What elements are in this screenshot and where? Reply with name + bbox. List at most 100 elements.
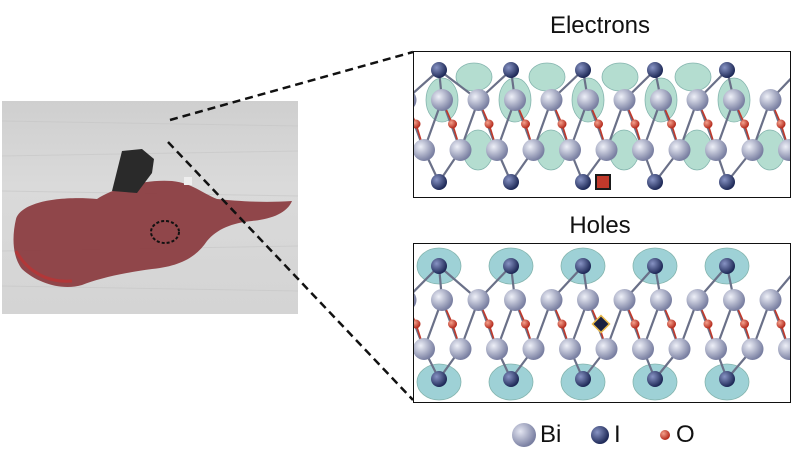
bi-atom [414,293,417,307]
o-atom [414,319,421,329]
o-atom [557,319,567,329]
i-atom [575,258,591,274]
square-defect-icon [595,174,611,190]
o-atom [630,319,640,329]
bi-atom [668,139,691,161]
i-atom [575,371,591,387]
bi-atom [559,139,581,161]
i-atom [647,371,663,387]
o-atom [703,119,713,129]
i-atom [647,174,663,190]
holes-lattice-panel [413,243,791,403]
o-atom [414,119,421,129]
bi-atom [705,338,727,360]
legend-label-i: I [614,421,621,448]
i-atom [431,174,447,190]
tweezer-shape [112,149,154,193]
i-atom [647,62,663,78]
o-atom [521,119,530,129]
bi-atom [414,338,435,360]
density-lobe [674,62,712,92]
i-atom [431,62,447,78]
i-atom [575,62,591,78]
bi-atom [595,139,618,161]
o-atom [667,119,676,129]
i-atom [647,258,663,274]
bi-atom [650,89,672,111]
o-atom [740,319,749,329]
i-atom [431,258,447,274]
o-atom [448,319,457,329]
bi-atom [705,139,727,161]
legend-label-o: O [676,421,695,448]
bi-atom [686,89,709,111]
o-atom [521,319,530,329]
o-atom [484,119,494,129]
i-atom [503,62,519,78]
o-atom [703,319,713,329]
electrons-lattice-panel [413,51,791,198]
bi-atom [632,338,654,360]
density-lobe [601,62,639,92]
o-atom [776,319,786,329]
bi-atom [486,338,508,360]
i-atom [719,371,735,387]
holes-title: Holes [569,212,631,239]
i-atom [503,371,519,387]
i-atom [719,62,735,78]
flake-shape [13,180,293,288]
i-atom [503,174,519,190]
bi-atom [778,139,790,161]
o-atom [448,119,457,129]
bi-atom [686,289,709,311]
bi-atom [449,338,472,360]
bi-atom [778,338,790,360]
bi-atom [559,338,581,360]
i-atom [719,258,735,274]
bi-atom [632,139,654,161]
electrons-title: Electrons [549,12,651,39]
i-atom [431,371,447,387]
bi-atom [759,289,782,311]
bi-atom [741,338,764,360]
bi-atom [486,139,508,161]
bi-atom [504,289,526,311]
bi-atom [723,89,745,111]
bi-atom [522,338,545,360]
bi-atom [540,89,563,111]
bi-atom [467,289,490,311]
i-atom [503,258,519,274]
o-atom [630,119,640,129]
bi-atom [414,93,417,107]
bi-atom [522,139,545,161]
bi-atom [650,289,672,311]
bi-atom [540,289,563,311]
o-atom [594,119,603,129]
bi-atom [414,139,435,161]
bi-atom [431,89,453,111]
bi-atom [504,89,526,111]
density-lobe [528,62,566,92]
bi-atom [613,289,636,311]
i-atom [575,174,591,190]
diamond-defect-icon [591,314,611,334]
o-atom-icon [660,430,670,440]
i-atom [719,174,735,190]
o-atom [740,119,749,129]
bi-atom [613,89,636,111]
legend-label-bi: Bi [540,421,562,448]
bi-atom-icon [512,423,536,447]
o-atom [557,119,567,129]
bi-atom [595,338,618,360]
bi-atom [431,289,453,311]
bi-atom [577,289,599,311]
bi-atom [759,89,782,111]
bi-atom [577,89,599,111]
o-atom [667,319,676,329]
bi-atom [741,139,764,161]
bi-atom [668,338,691,360]
o-atom [484,319,494,329]
flake-photo [2,101,298,314]
